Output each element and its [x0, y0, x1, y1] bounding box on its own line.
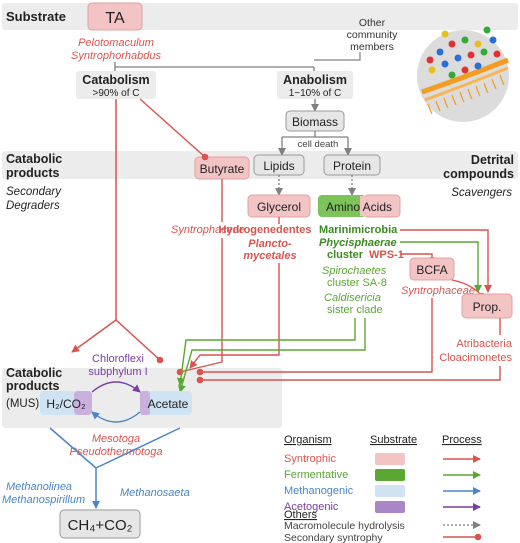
syntrophaceae-2-label: Syntrophaceae: [401, 285, 475, 297]
methanosaeta-label: Methanosaeta: [120, 487, 190, 499]
amino-to-prop-green: [400, 241, 482, 293]
other-members-label-c: members: [350, 41, 394, 53]
prop-box: [461, 293, 513, 319]
detrital-compounds-label-a: Detrital: [471, 153, 514, 167]
biomass-label: Biomass: [292, 115, 338, 129]
legend-others-hydrolysis: Macromolecule hydrolysis: [284, 520, 405, 532]
syntrophorhabdus-label: Syntrophorhabdus: [71, 50, 161, 62]
methanospirillum-label: Methanospirillum: [2, 494, 85, 506]
cluster-wps1-label-b: WPS-1: [369, 249, 404, 261]
acetate-box: [140, 391, 192, 415]
butyrate-to-acetate: [180, 179, 223, 372]
acetogenic-arrow: [91, 381, 141, 393]
chloroflexi-label-a: Chloroflexi: [92, 353, 144, 365]
cell-membrane-illustration: [417, 26, 509, 122]
substrate-label: Substrate: [6, 9, 66, 24]
amino-acids-box: [318, 195, 366, 217]
amino-to-mus-green-2: [178, 318, 366, 393]
cloacimonetes-label: Cloacimonetes: [439, 352, 512, 364]
cell-death-label: cell death: [298, 139, 339, 150]
cluster-wps1-label-a: cluster: [327, 249, 364, 261]
anabolism-box: [277, 71, 353, 99]
legend-row-syntrophic: Syntrophic: [284, 453, 336, 465]
spirochaetes-label: Spirochaetes: [322, 265, 387, 277]
planctomycetales-label-a: Plancto-: [248, 238, 292, 250]
caldisericia-label: Caldisericia: [324, 292, 381, 304]
catabolism-box: [76, 71, 156, 99]
catabolic-products-label-2a: Catabolic: [6, 366, 62, 380]
catabolism-to-butyrate: [139, 98, 209, 161]
secondary-degraders-label-a: Secondary: [6, 186, 62, 198]
pseudothermotoga-label: Pseudothermotoga: [70, 446, 163, 458]
catabolism-sub-label: >90% of C: [93, 88, 140, 99]
catabolism-fork-left: [71, 319, 117, 353]
butyrate-label: Butyrate: [200, 162, 245, 176]
methanogenesis-lines: [49, 427, 181, 508]
legend-col-process: Process: [442, 434, 482, 446]
bcfa-to-mus: [196, 298, 433, 376]
amino-acids-label: Amino Acids: [326, 200, 392, 214]
bcfa-box: [409, 257, 455, 281]
detrital-compounds-label-b: compounds: [443, 167, 514, 181]
anabolism-sub-label: 1~10% of C: [289, 88, 342, 99]
planctomycetales-label-b: mycetales: [243, 250, 296, 262]
mus-label: (MUS): [6, 398, 39, 410]
prop-to-mus: [200, 318, 501, 380]
ch4co2-label: CH₄+CO₂: [68, 517, 133, 534]
methanolinea-label: Methanolinea: [6, 481, 72, 493]
legend-col-organism: Organism: [284, 434, 332, 446]
bcfa-label: BCFA: [416, 263, 447, 277]
legend-row-acetogenic: Acetogenic: [284, 501, 339, 513]
ta-split-connector: [114, 62, 315, 72]
legend-col-substrate: Substrate: [370, 434, 417, 446]
acetate-label: Acetate: [148, 397, 189, 411]
cluster-sa8-label: cluster SA-8: [327, 277, 387, 289]
catabolism-label: Catabolism: [82, 73, 149, 87]
syntrophaceae-1-label: Syntrophaceae: [171, 224, 245, 236]
phycisphaerae-label: Phycisphaerae: [319, 237, 397, 249]
mesotoga-label: Mesotoga: [92, 433, 140, 445]
atribacteria-label: Atribacteria: [456, 338, 513, 350]
legend-others-title: Others: [284, 509, 318, 521]
prop-label: Prop.: [473, 300, 502, 314]
catabolic-products-label-1a: Catabolic: [6, 152, 62, 166]
lipids-label: Lipids: [263, 159, 294, 173]
other-members-connector: [314, 52, 361, 61]
marinimicrobia-label: Marinimicrobia: [319, 224, 398, 236]
sister-clade-label: sister clade: [327, 304, 383, 316]
amino-to-prop-red: [400, 229, 492, 293]
scavengers-label: Scavengers: [451, 187, 512, 199]
ta-box: [87, 2, 143, 31]
anabolism-label: Anabolism: [283, 73, 347, 87]
ta-label: TA: [105, 10, 125, 27]
legend: Organism Substrate Process Syntrophic Fe…: [284, 434, 482, 532]
legend-row-methanogenic: Methanogenic: [284, 485, 354, 497]
legend-others-syntrophy: Secondary syntrophy: [284, 532, 383, 543]
pelotomaculum-label: Pelotomaculum: [78, 37, 154, 49]
legend-row-fermentative: Fermentative: [284, 469, 348, 481]
other-members-label-a: Other: [359, 17, 386, 29]
catabolism-fork-right: [115, 319, 164, 364]
ch4co2-box: [59, 509, 141, 539]
acetate-oxidation-arrow: [91, 411, 141, 423]
chloroflexi-label-b: subphylum I: [88, 366, 147, 378]
glycerol-to-mus: [190, 217, 280, 368]
catabolic-products-label-2b: products: [6, 379, 60, 393]
glycerol-label: Glycerol: [257, 200, 301, 214]
protein-label: Protein: [333, 159, 371, 173]
biomass-split: [281, 131, 349, 154]
substrate-band: [2, 3, 518, 30]
hydrogenedentes-label: Hydrogenedentes: [219, 224, 312, 236]
catabolic-products-label-1b: products: [6, 166, 60, 180]
secondary-degraders-label-b: Degraders: [6, 200, 60, 212]
amino-to-mus-green-1: [176, 318, 356, 386]
h2co2-label: H₂/CO₂: [46, 397, 86, 411]
other-members-label-b: community: [347, 29, 399, 41]
